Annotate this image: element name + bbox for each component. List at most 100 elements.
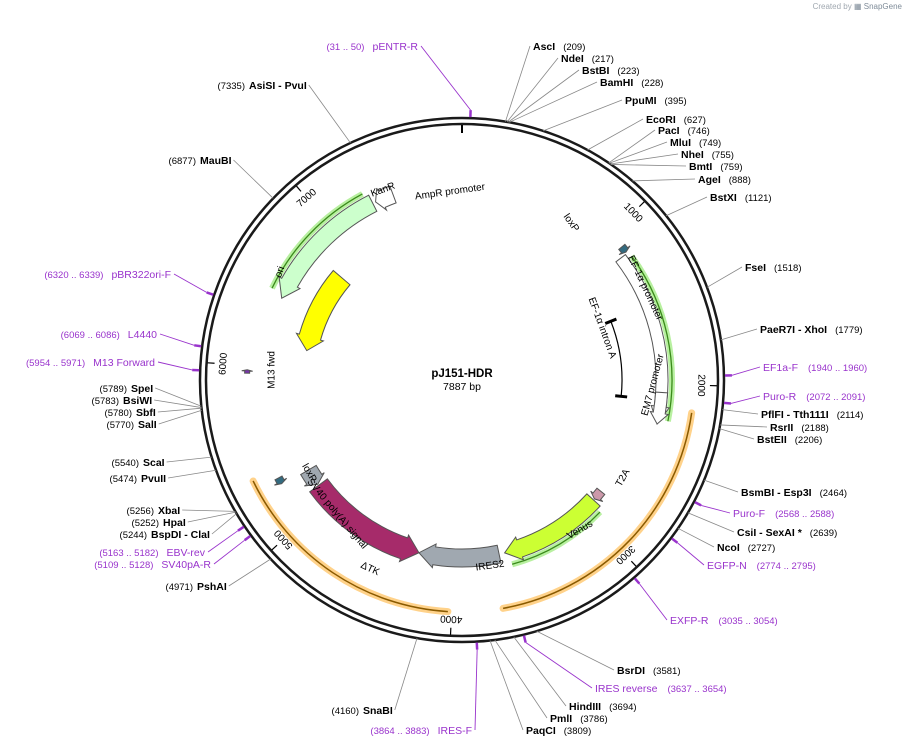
primer-ires-reverse[interactable]: IRES reverse(3637 .. 3654) bbox=[522, 635, 727, 695]
enzyme-site-bmti[interactable]: BmtI(759) bbox=[610, 161, 743, 173]
enzyme-site-bsrdi[interactable]: BsrDI(3581) bbox=[536, 630, 681, 677]
primer-position: (2774 .. 2795) bbox=[757, 561, 816, 572]
primer-leader-line bbox=[474, 649, 478, 731]
enzyme-site-asisi-pvui[interactable]: AsiSI - PvuI(7335) bbox=[218, 80, 351, 144]
primer-egfp-n[interactable]: EGFP-N(2774 .. 2795) bbox=[671, 537, 816, 572]
enzyme-site-ncoi[interactable]: NcoI(2727) bbox=[677, 527, 775, 554]
enzyme-leader-line bbox=[720, 328, 758, 341]
enzyme-position: (228) bbox=[641, 78, 663, 89]
enzyme-site-nhei[interactable]: NheI(755) bbox=[610, 149, 734, 165]
feature-loxp-arrow[interactable] bbox=[618, 243, 631, 256]
enzyme-leader-line bbox=[506, 57, 559, 123]
enzyme-leader-line bbox=[155, 387, 202, 407]
enzyme-name: BstXI bbox=[710, 192, 737, 204]
feature-loxp-arrow[interactable] bbox=[274, 475, 288, 486]
enzyme-name: PmlI bbox=[550, 713, 572, 725]
enzyme-site-pshai[interactable]: PshAI(4971) bbox=[166, 558, 271, 593]
intron-line bbox=[610, 321, 623, 397]
enzyme-position: (1779) bbox=[835, 325, 862, 336]
feature-em7-promoter-arrow[interactable] bbox=[649, 391, 670, 425]
primer-name: EXFP-R bbox=[670, 615, 709, 627]
primer-ebv-rev[interactable]: EBV-rev(5163 .. 5182) bbox=[99, 525, 245, 559]
enzyme-site-ecori[interactable]: EcoRI(627) bbox=[587, 114, 706, 151]
enzyme-leader-line bbox=[187, 511, 236, 523]
enzyme-position: (217) bbox=[592, 54, 614, 65]
enzyme-site-scai[interactable]: ScaI(5540) bbox=[112, 456, 212, 469]
enzyme-site-sali[interactable]: SalI(5770) bbox=[107, 409, 202, 431]
enzyme-site-sbfi[interactable]: SbfI(5780) bbox=[105, 407, 202, 419]
enzyme-site-paqci[interactable]: PaqCI(3809) bbox=[489, 640, 591, 737]
enzyme-site-fsei[interactable]: FseI(1518) bbox=[706, 262, 801, 288]
enzyme-leader-line bbox=[632, 178, 696, 182]
primer-l4440[interactable]: L4440(6069 .. 6086) bbox=[61, 329, 202, 348]
primer-pentr-r[interactable]: pENTR-R(31 .. 50) bbox=[326, 41, 472, 118]
enzyme-site-pflfi-tth111i[interactable]: PflFI - Tth111I(2114) bbox=[722, 409, 863, 421]
primer-name: pENTR-R bbox=[372, 41, 418, 53]
enzyme-leader-line bbox=[587, 118, 644, 151]
enzyme-site-paci[interactable]: PacI(746) bbox=[608, 125, 710, 164]
enzyme-site-bsteii[interactable]: BstEII(2206) bbox=[719, 428, 822, 446]
feature-kanr-arrow[interactable] bbox=[278, 194, 378, 299]
enzyme-position: (5244) bbox=[120, 530, 147, 541]
primer-exfp-r[interactable]: EXFP-R(3035 .. 3054) bbox=[633, 577, 778, 627]
enzyme-site-ppumi[interactable]: PpuMI(395) bbox=[542, 95, 687, 132]
primer-ires-f[interactable]: IRES-F(3864 .. 3883) bbox=[370, 642, 479, 737]
primer-leader-line bbox=[207, 530, 239, 553]
feature-ampr-promoter-arrow[interactable] bbox=[375, 185, 397, 212]
feature-venus-arrow[interactable] bbox=[503, 493, 601, 561]
feature-m13-fwd-arrow[interactable] bbox=[241, 369, 253, 374]
enzyme-site-rsrii[interactable]: RsrII(2188) bbox=[720, 422, 829, 434]
enzyme-site-paer7i-xhoi[interactable]: PaeR7I - XhoI(1779) bbox=[720, 324, 863, 341]
enzyme-site-spei[interactable]: SpeI(5789) bbox=[100, 383, 202, 407]
enzyme-name: AsiSI - PvuI bbox=[249, 80, 307, 92]
ruler-tick bbox=[638, 201, 645, 208]
primer-m13-forward[interactable]: M13 Forward (5954 .. 5971) bbox=[26, 357, 200, 372]
enzyme-site-hpai[interactable]: HpaI(5252) bbox=[132, 511, 236, 529]
enzyme-name: BsiWI bbox=[123, 395, 152, 407]
enzyme-leader-line bbox=[158, 409, 202, 425]
primer-ef1a-f[interactable]: EF1a-F(1940 .. 1960) bbox=[724, 362, 867, 377]
enzyme-site-xbai[interactable]: XbaI(5256) bbox=[127, 505, 236, 517]
enzyme-name: HpaI bbox=[163, 517, 186, 529]
enzyme-site-ndei[interactable]: NdeI (217) bbox=[506, 53, 614, 123]
primer-pbr322ori-f[interactable]: pBR322ori-F(6320 .. 6339) bbox=[44, 269, 214, 296]
enzyme-name: BsrDI bbox=[617, 665, 645, 677]
enzyme-site-hindiii[interactable]: HindIII(3694) bbox=[513, 636, 637, 713]
plasmid-size: 7887 bp bbox=[443, 381, 481, 393]
enzyme-site-pvuii[interactable]: PvuII(5474) bbox=[110, 469, 217, 485]
enzyme-site-bspdi-clai[interactable]: BspDI - ClaI(5244) bbox=[120, 513, 237, 541]
enzyme-site-agei[interactable]: AgeI(888) bbox=[632, 174, 751, 186]
primer-name: M13 Forward bbox=[93, 357, 155, 369]
enzyme-position: (888) bbox=[729, 175, 751, 186]
enzyme-leader-line bbox=[182, 509, 236, 512]
enzyme-site-bstxi[interactable]: BstXI(1121) bbox=[665, 192, 772, 217]
primer-leader-line bbox=[731, 366, 761, 376]
primer-puro-r[interactable]: Puro-R(2072 .. 2091) bbox=[723, 391, 865, 405]
enzyme-site-mlui[interactable]: MluI(749) bbox=[609, 137, 721, 164]
primer-binding-mark bbox=[633, 577, 641, 585]
enzyme-site-csii-sexai[interactable]: CsiI - SexAI *(2639) bbox=[687, 512, 837, 539]
feature-sv40-poly-a-signal-arrow[interactable] bbox=[299, 464, 325, 487]
enzyme-site-maubi[interactable]: MauBI(6877) bbox=[169, 155, 274, 199]
feature-ori-arrow[interactable] bbox=[295, 269, 351, 352]
primer-leader-line bbox=[213, 539, 245, 565]
enzyme-name: EcoRI bbox=[646, 114, 676, 126]
enzyme-site-pmli[interactable]: PmlI(3786) bbox=[494, 639, 608, 725]
primer-position: (2072 .. 2091) bbox=[806, 392, 865, 403]
enzyme-name: NdeI bbox=[561, 53, 584, 65]
enzyme-site-asci[interactable]: AscI(209) bbox=[505, 41, 585, 122]
enzyme-name: BstBI bbox=[582, 65, 610, 77]
intron-end-marker bbox=[615, 394, 628, 399]
primer-position: (5954 .. 5971) bbox=[26, 358, 85, 369]
primer-puro-f[interactable]: Puro-F(2568 .. 2588) bbox=[694, 501, 834, 520]
enzyme-site-bstbi[interactable]: BstBI(223) bbox=[508, 65, 640, 123]
primer-binding-mark bbox=[671, 537, 679, 544]
feature-tk-arrow[interactable] bbox=[308, 478, 420, 563]
enzyme-site-bsmbi-esp3i[interactable]: BsmBI - Esp3I(2464) bbox=[703, 479, 847, 499]
enzyme-site-snabi[interactable]: SnaBI(4160) bbox=[332, 637, 418, 717]
enzyme-site-bsiwi[interactable]: BsiWI(5783) bbox=[92, 395, 202, 408]
primer-sv40pa-r[interactable]: SV40pA-R(5109 .. 5128) bbox=[94, 535, 252, 571]
feature-t2a-arrow[interactable] bbox=[590, 487, 606, 503]
enzyme-site-bamhi[interactable]: BamHI(228) bbox=[509, 77, 663, 123]
